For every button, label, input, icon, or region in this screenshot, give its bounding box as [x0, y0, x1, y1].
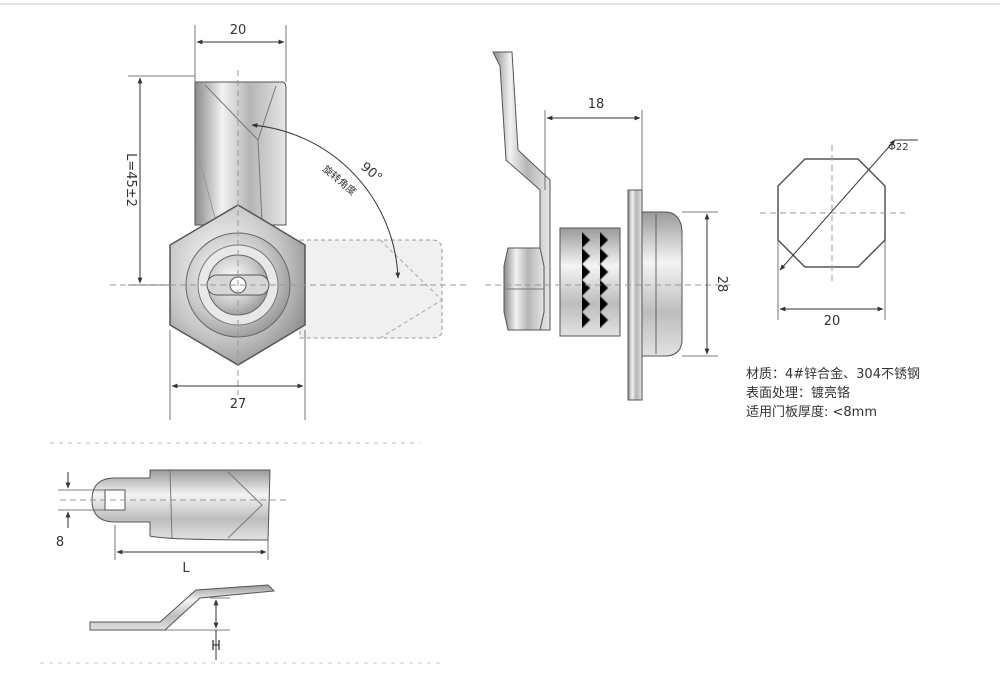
cam-thickness-label: 8	[56, 535, 64, 550]
length-label: L=45±2	[123, 153, 138, 207]
side-depth-label: 18	[588, 97, 605, 112]
rotation-caption: 旋转角度	[320, 162, 359, 198]
cam-profile-shape	[89, 584, 276, 631]
cam-offset-label: H	[211, 639, 221, 654]
rotated-cam-ghost	[299, 239, 443, 339]
face-ring	[641, 211, 683, 357]
side-view: 18 28	[485, 51, 730, 401]
cam-top-view: 8 L	[56, 469, 290, 576]
front-view: 20 L=45±2 90° 旋转角度 27	[110, 23, 470, 420]
cam-side-profile: H	[89, 584, 276, 660]
spec-material: 材质：4#锌合金、304不锈钢	[746, 367, 920, 382]
top-width-label: 20	[230, 23, 247, 38]
diameter-label: Φ22	[888, 142, 909, 153]
cam-plate	[91, 469, 271, 541]
spec-door-thickness: 适用门板厚度: <8mm	[746, 405, 878, 420]
cutout-width-label: 20	[824, 314, 841, 329]
cutout-view: Φ22 20	[760, 139, 918, 329]
hex-width-label: 27	[230, 397, 247, 412]
threaded-body	[559, 227, 621, 337]
rotation-arc	[251, 123, 401, 279]
cam-arm	[194, 81, 287, 226]
cam-length-label: L	[182, 561, 190, 576]
flange-plate	[627, 189, 643, 401]
side-cam-arm	[492, 51, 551, 331]
spec-finish: 表面处理：镀亮铬	[746, 386, 851, 401]
side-height-label: 28	[714, 276, 729, 293]
